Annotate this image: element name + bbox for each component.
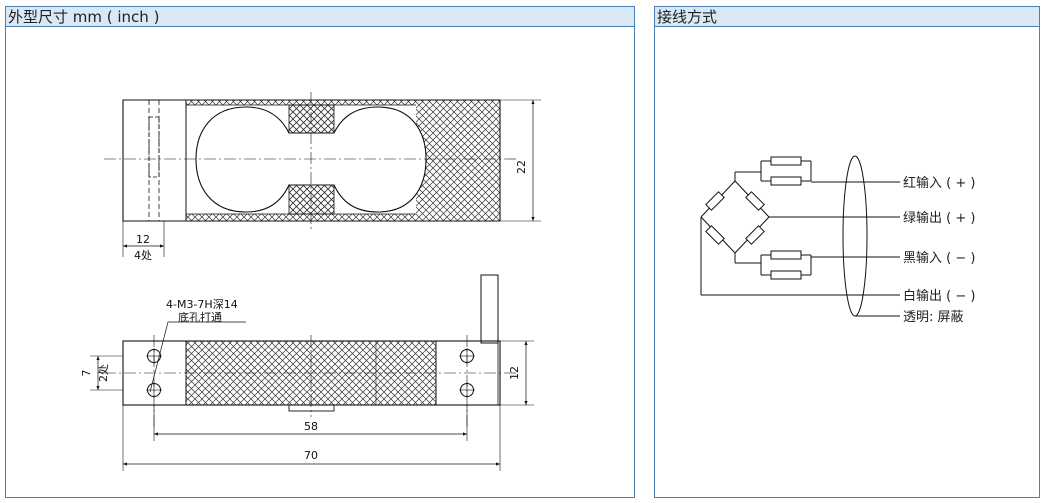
top-view-hatch-right — [416, 100, 500, 221]
dim-overall-length-label: 70 — [304, 449, 318, 462]
dim-hole-count-label: 2处 — [97, 364, 110, 382]
wire-label-red: 红输入 ( + ) — [903, 175, 975, 191]
top-view-hatch-strip-top — [186, 100, 416, 105]
dim-pocket-count-label: 4处 — [134, 249, 152, 262]
dim-hole-pitch-v-label: 7 — [80, 370, 93, 377]
wiring-diagram: 红输入 ( + ) 绿输出 ( + ) 黑输入 ( − ) 白输出 ( − ) … — [700, 155, 975, 325]
mount-hole — [459, 382, 475, 398]
wire-label-green: 绿输出 ( + ) — [903, 210, 975, 226]
top-view-hatch-strip-bottom — [186, 214, 416, 221]
cable — [480, 274, 499, 344]
dimensions-panel: 外型尺寸 mm ( inch ) — [5, 6, 635, 498]
wiring-panel-header: 接线方式 — [655, 7, 1039, 27]
dim-hole-pitch-h-label: 58 — [304, 420, 318, 433]
dimension-drawing: 22 12 4处 — [80, 92, 541, 471]
dim-side-width-label: 12 — [508, 366, 521, 380]
wiring-panel-title: 接线方式 — [657, 8, 718, 26]
dim-pocket-width-label: 12 — [136, 233, 150, 246]
top-view: 22 12 4处 — [104, 92, 541, 262]
mount-hole — [146, 382, 162, 398]
mount-hole — [459, 348, 475, 364]
thread-note-label: 底孔打通 — [178, 310, 222, 324]
wire-label-white: 白输出 ( − ) — [903, 288, 975, 304]
wire-label-black: 黑输入 ( − ) — [903, 250, 975, 266]
bottom-view: 4-M3-7H深14 底孔打通 7 2处 12 58 70 — [80, 274, 534, 471]
wire-label-shield: 透明: 屏蔽 — [903, 310, 964, 325]
dimensions-panel-header: 外型尺寸 mm ( inch ) — [6, 7, 634, 27]
bridge-circuit — [700, 156, 900, 296]
thread-spec-label: 4-M3-7H深14 — [166, 298, 238, 311]
dim-height-label: 22 — [515, 160, 528, 174]
thread-leader — [149, 321, 169, 393]
dimensions-panel-title: 外型尺寸 mm ( inch ) — [8, 8, 160, 26]
shield-ellipse — [842, 155, 868, 317]
wiring-panel: 接线方式 — [654, 6, 1040, 498]
